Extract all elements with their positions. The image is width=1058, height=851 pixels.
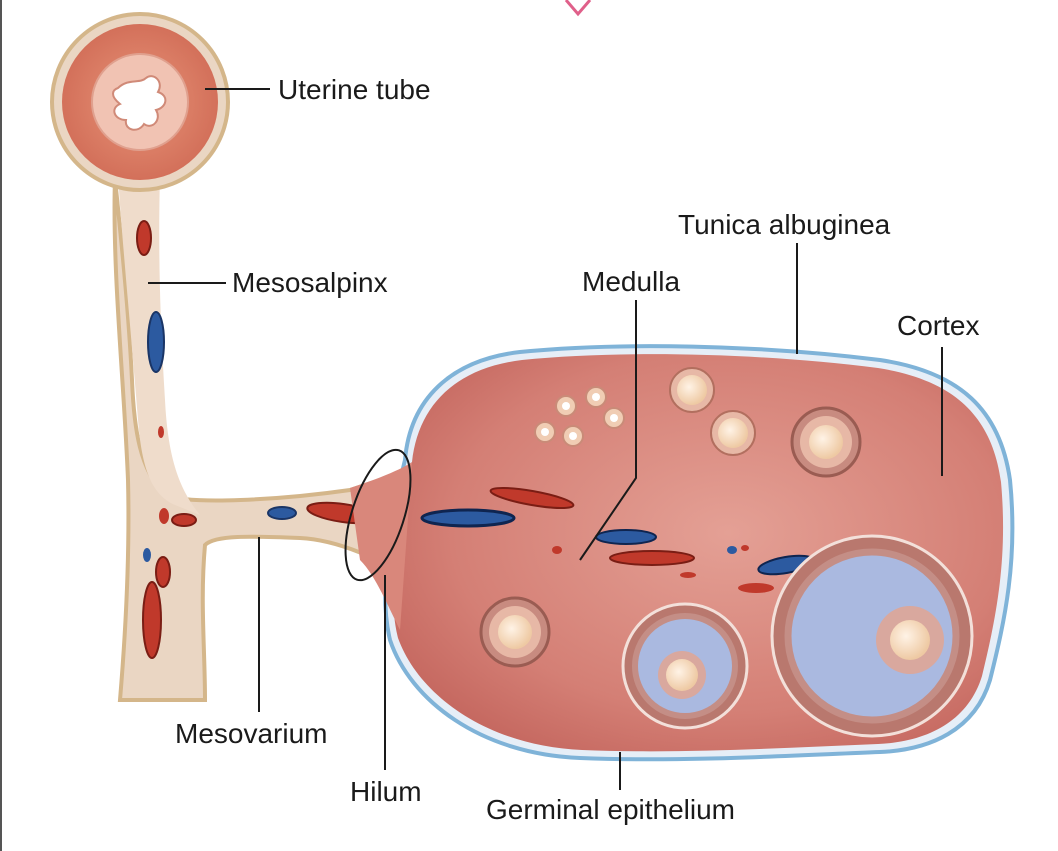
vessel-artery [552, 546, 562, 554]
mesentery-vessels [136, 220, 416, 659]
vessel-vein [420, 508, 516, 528]
vessel-artery [680, 572, 696, 578]
label-medulla: Medulla [582, 266, 680, 297]
uterine-tube [50, 12, 230, 192]
mesosalpinx-body [112, 177, 418, 702]
vessel-vein [147, 311, 165, 373]
vessel-vein [267, 506, 297, 520]
vessel-artery [158, 426, 164, 438]
label-mesovarium: Mesovarium [175, 718, 327, 749]
vessel-vein [143, 548, 151, 562]
hilum-outline [344, 448, 412, 582]
label-germinal-epithelium: Germinal epithelium [486, 794, 735, 825]
antral-follicles [621, 534, 974, 738]
primordial-follicles [534, 386, 625, 447]
vessel-artery [171, 513, 197, 527]
medulla-leader [579, 300, 637, 561]
label-tunica-albuginea: Tunica albuginea [678, 209, 891, 240]
vessel-artery [489, 486, 575, 510]
label-hilum: Hilum [350, 776, 422, 807]
tube-lumen [112, 75, 167, 131]
top-decoration [564, 0, 592, 17]
vessel-vein [727, 546, 737, 554]
growing-follicles [479, 367, 862, 668]
label-mesosalpinx: Mesosalpinx [232, 267, 388, 298]
labels: Uterine tube Mesosalpinx Mesovarium Hilu… [175, 74, 979, 825]
vessel-artery [159, 508, 169, 524]
vessel-artery [142, 581, 162, 659]
vessel-artery [741, 545, 749, 551]
hilum-stroma [350, 462, 412, 630]
vessel-vein [595, 529, 657, 545]
vessel-artery [136, 220, 152, 256]
leader-lines [148, 88, 943, 790]
vessel-artery [155, 556, 171, 588]
vessel-artery [738, 583, 774, 593]
vessel-artery [609, 550, 695, 566]
label-cortex: Cortex [897, 310, 979, 341]
label-uterine-tube: Uterine tube [278, 74, 431, 105]
